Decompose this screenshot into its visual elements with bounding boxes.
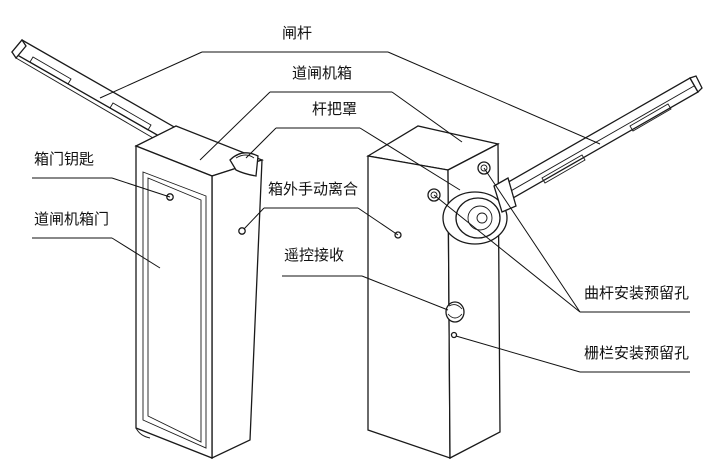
label-fence-holes: 栅栏安装预留孔 <box>584 344 690 362</box>
left-boom-arm <box>11 38 177 143</box>
label-boom-cover: 杆把罩 <box>312 100 358 118</box>
right-barrier-cabinet <box>366 125 508 460</box>
label-manual-clutch: 箱外手动离合 <box>268 180 359 198</box>
label-cabinet-door: 道闸机箱门 <box>34 210 110 228</box>
label-door-key: 箱门钥匙 <box>34 150 95 168</box>
label-remote-receiver: 遥控接收 <box>284 246 345 264</box>
label-boom: 闸杆 <box>282 24 313 42</box>
label-crank-holes: 曲杆安装预留孔 <box>584 284 690 302</box>
right-boom-arm <box>493 75 703 213</box>
left-barrier-cabinet <box>134 125 264 460</box>
leader-lines <box>32 51 690 373</box>
label-housing: 道闸机箱 <box>292 64 353 82</box>
